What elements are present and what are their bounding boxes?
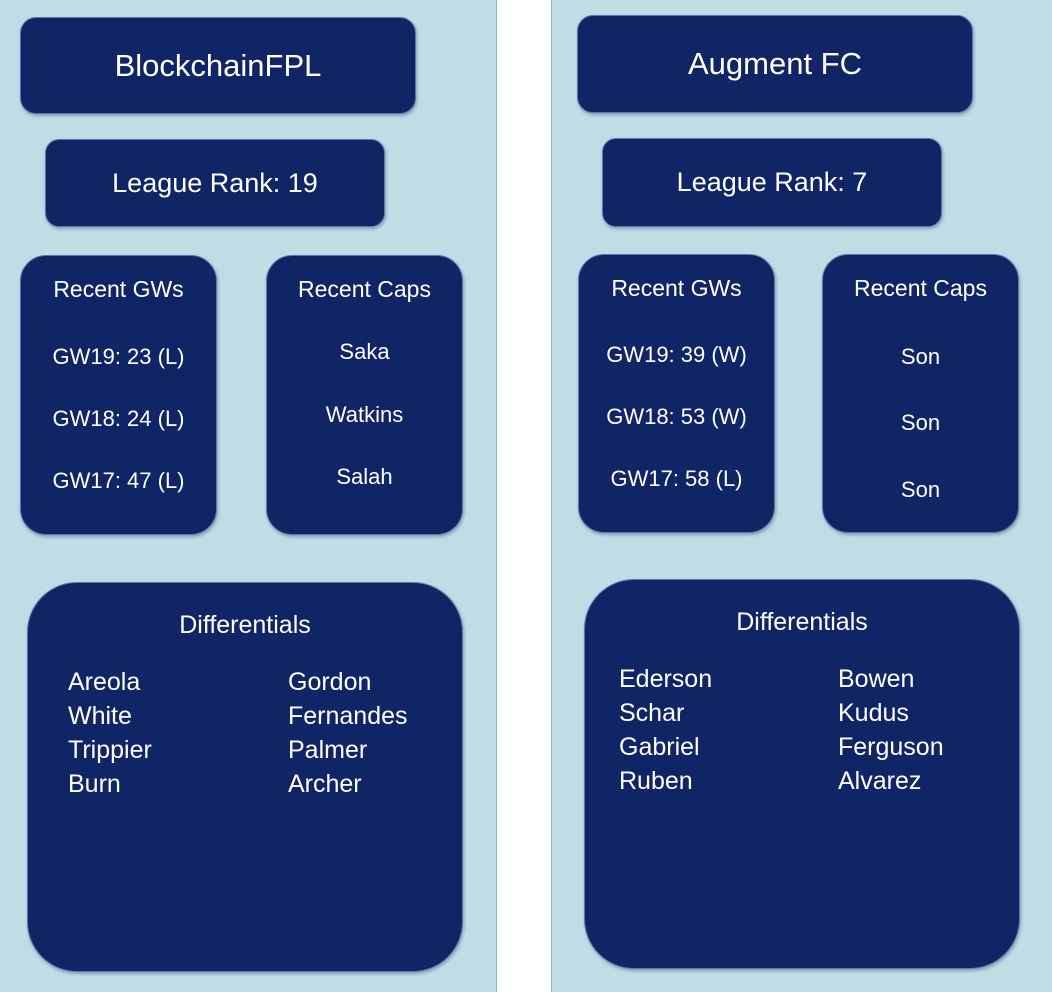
recent-cap-item: Watkins — [325, 402, 404, 427]
recent-caps-title: Recent Caps — [854, 275, 987, 301]
recent-caps-title: Recent Caps — [298, 276, 431, 302]
recent-gws-card: Recent GWs GW19: 23 (L) GW18: 24 (L) GW1… — [20, 255, 217, 535]
recent-caps-card: Recent Caps Son Son Son — [822, 254, 1019, 533]
differential-player: Gordon — [288, 668, 372, 696]
differential-player: Bowen — [838, 665, 915, 693]
differential-player: Alvarez — [838, 767, 922, 795]
differentials-column-2: Bowen Kudus Ferguson Alvarez — [838, 662, 944, 798]
team-name: Augment FC — [687, 46, 862, 81]
differential-player: Kudus — [838, 699, 909, 727]
recent-cap-item: Son — [900, 344, 941, 369]
differential-player: Ferguson — [838, 733, 944, 761]
differential-player: Burn — [68, 770, 121, 798]
differential-player: Archer — [288, 770, 362, 798]
league-rank: League Rank: 7 — [676, 167, 868, 197]
league-rank: League Rank: 19 — [112, 167, 318, 198]
recent-cap-item: Son — [900, 410, 941, 435]
recent-cap-item: Son — [900, 477, 941, 502]
team-panel-left: BlockchainFPL League Rank: 19 Recent GWs… — [0, 0, 497, 992]
league-rank-card: League Rank: 7 — [602, 138, 942, 227]
differentials-card: Differentials Areola White Trippier Burn… — [27, 582, 463, 972]
recent-gw-item: GW19: 23 (L) — [52, 344, 185, 369]
differentials-card: Differentials Ederson Schar Gabriel Rube… — [584, 579, 1020, 969]
team-name-card: Augment FC — [577, 15, 973, 113]
recent-cap-item: Saka — [339, 339, 390, 364]
differentials-column-2: Gordon Fernandes Palmer Archer — [288, 665, 408, 801]
team-panel-right: Augment FC League Rank: 7 Recent GWs GW1… — [551, 0, 1052, 992]
league-rank-card: League Rank: 19 — [45, 139, 385, 227]
recent-cap-item: Salah — [336, 464, 393, 489]
differential-player: White — [68, 702, 132, 730]
recent-gws-title: Recent GWs — [53, 276, 184, 302]
differential-player: Ruben — [619, 767, 693, 795]
differential-player: Trippier — [68, 736, 152, 764]
differentials-title: Differentials — [736, 608, 868, 636]
differential-player: Palmer — [288, 736, 368, 764]
recent-gw-item: GW19: 39 (W) — [606, 342, 747, 367]
differential-player: Ederson — [619, 665, 713, 693]
recent-gws-card: Recent GWs GW19: 39 (W) GW18: 53 (W) GW1… — [578, 254, 775, 533]
differential-player: Schar — [619, 699, 685, 727]
team-name-card: BlockchainFPL — [20, 17, 416, 114]
recent-caps-card: Recent Caps Saka Watkins Salah — [266, 255, 463, 535]
recent-gw-item: GW17: 47 (L) — [52, 468, 185, 493]
differential-player: Fernandes — [288, 702, 408, 730]
differentials-column-1: Areola White Trippier Burn — [68, 665, 152, 801]
recent-gw-item: GW17: 58 (L) — [610, 466, 743, 491]
differentials-title: Differentials — [179, 611, 311, 639]
team-name: BlockchainFPL — [114, 47, 322, 83]
differentials-column-1: Ederson Schar Gabriel Ruben — [619, 662, 712, 798]
recent-gw-item: GW18: 53 (W) — [606, 404, 747, 429]
recent-gw-item: GW18: 24 (L) — [52, 406, 185, 431]
recent-gws-title: Recent GWs — [611, 275, 742, 301]
differential-player: Areola — [68, 668, 141, 696]
differential-player: Gabriel — [619, 733, 700, 761]
